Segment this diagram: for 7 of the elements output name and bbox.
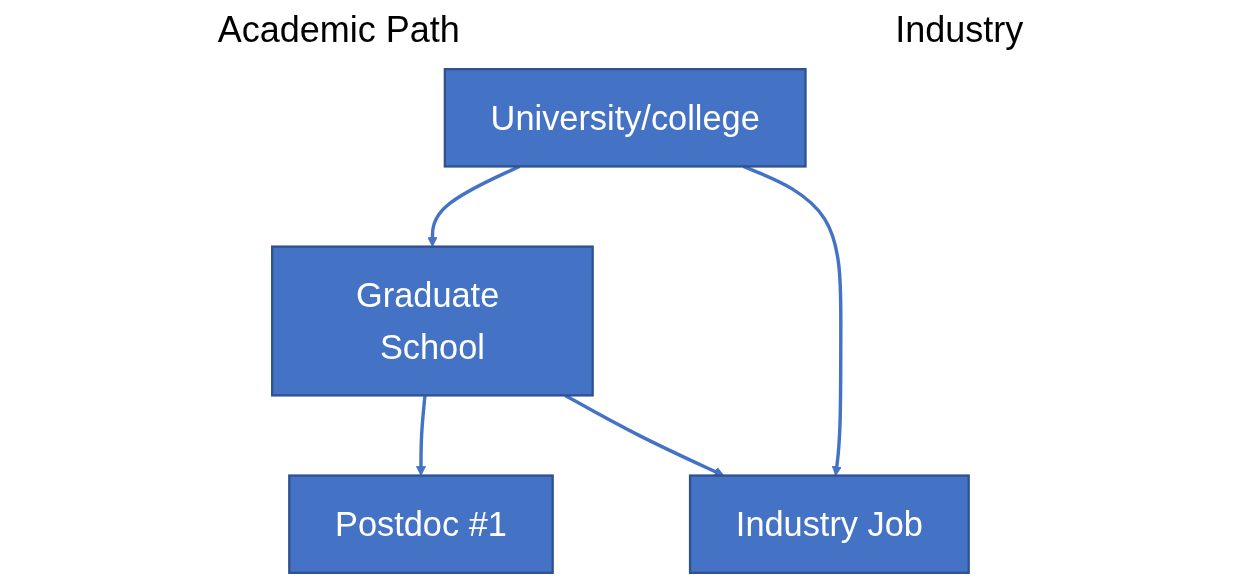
node-box: Postdoc #1 (288, 474, 554, 574)
node-box: Industry Job (688, 474, 970, 574)
arrow (416, 395, 427, 476)
node-box: University/college (443, 68, 807, 168)
column-heading: Academic Path (217, 9, 460, 51)
node-box: Graduate School (271, 245, 594, 397)
column-heading: Industry (895, 9, 1024, 51)
